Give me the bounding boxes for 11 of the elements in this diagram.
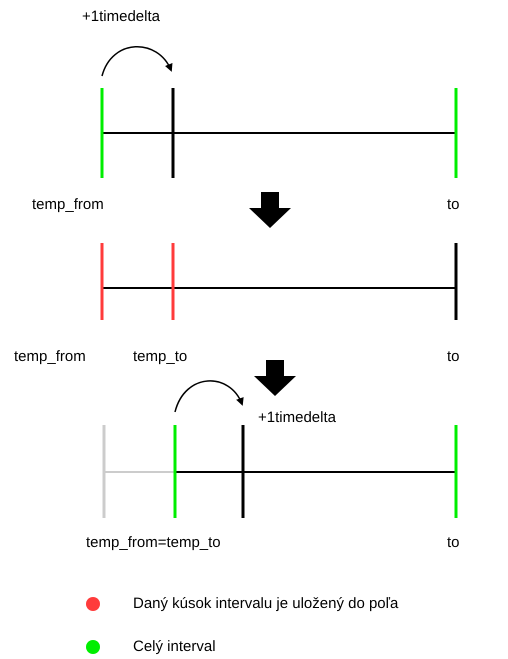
axis-label: to — [447, 348, 460, 366]
axis-label: temp_from=temp_to — [86, 534, 221, 552]
axis-label: temp_to — [133, 348, 188, 366]
axis-label: +1timedelta — [258, 409, 336, 427]
axis-label: to — [447, 534, 460, 552]
legend-label: Celý interval — [133, 638, 216, 656]
axis-label: temp_from — [14, 348, 86, 366]
axis-label: to — [447, 196, 460, 214]
axis-label: temp_from — [32, 196, 104, 214]
legend-label: Daný kúsok intervalu je uložený do poľa — [133, 595, 398, 613]
axis-label: +1timedelta — [82, 8, 160, 26]
